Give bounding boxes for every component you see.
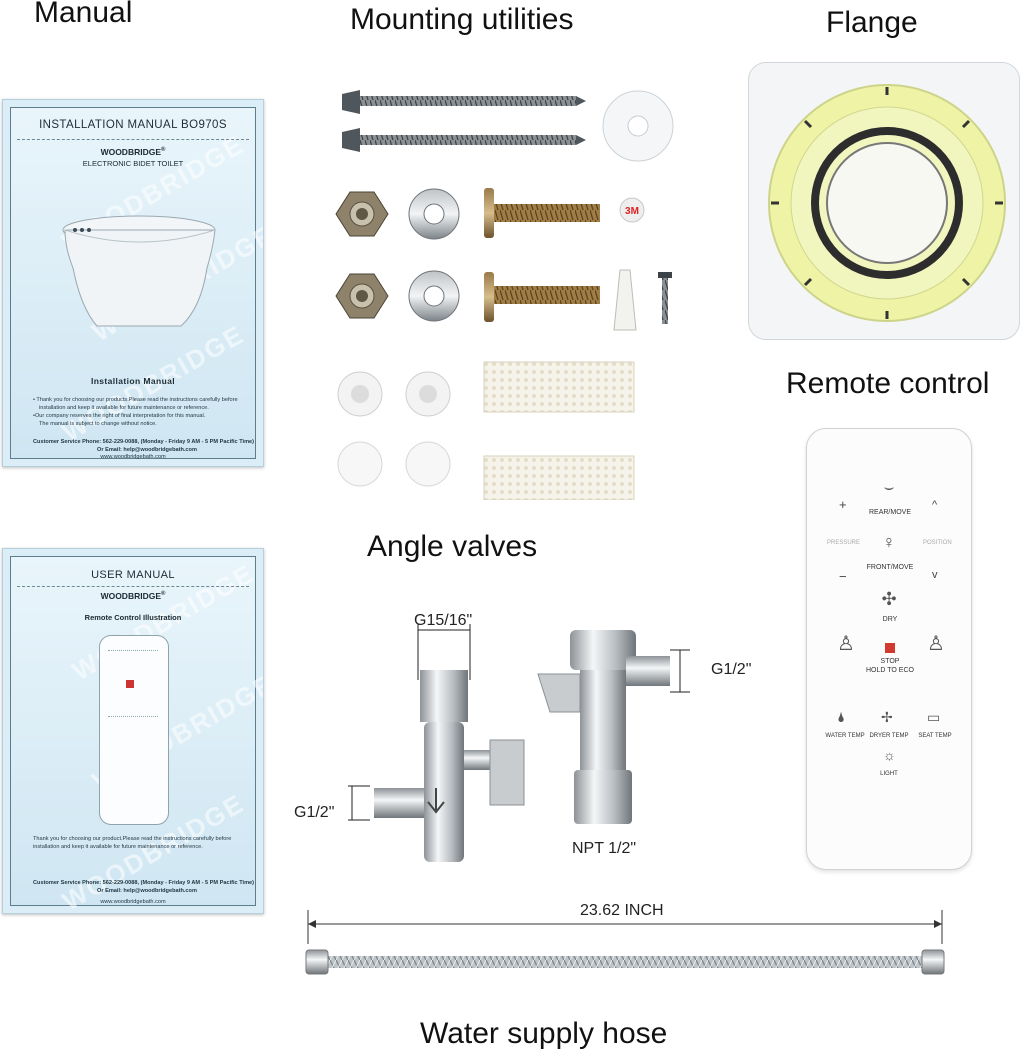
g15-16-dimension-label: G15/16" bbox=[414, 612, 473, 629]
stop-button[interactable] bbox=[885, 643, 895, 653]
manual-website: www.woodbridgebath.com bbox=[100, 899, 166, 905]
mini-remote-line bbox=[108, 650, 158, 651]
npt-1-2-dimension-label: NPT 1/2" bbox=[572, 840, 637, 857]
position-down-button[interactable]: v bbox=[932, 569, 938, 581]
seat-temp-button[interactable]: SEAT TEMP bbox=[918, 733, 952, 739]
long-screw bbox=[342, 128, 586, 152]
angle-valves-illustration bbox=[348, 624, 690, 862]
mini-stop-button bbox=[126, 680, 134, 688]
user-right-icon[interactable]: ♙ bbox=[927, 633, 945, 655]
mounting-utilities-title: Mounting utilities bbox=[350, 3, 574, 36]
svg-text:3M: 3M bbox=[625, 206, 639, 217]
toilet-illustration bbox=[62, 215, 216, 327]
hose-length-label: 23.62 INCH bbox=[576, 902, 668, 920]
manual-brand: WOODBRIDGE® bbox=[100, 147, 166, 157]
water-temp-icon: 🌢 bbox=[837, 709, 846, 725]
flange-ring bbox=[768, 84, 1006, 322]
seat-temp-icon: ▭ bbox=[927, 709, 941, 725]
dryer-temp-button[interactable]: DRYER TEMP bbox=[869, 733, 909, 739]
manual-text-line: •Our company reserves the right of final… bbox=[33, 413, 206, 419]
manual-text-line: installation and keep it available for f… bbox=[33, 844, 203, 850]
mini-remote-line bbox=[108, 716, 158, 717]
installation-manual-page: WOODBRIDGE WOODBRIDGE WOODBRIDGE INSTALL… bbox=[10, 107, 263, 460]
divider bbox=[17, 139, 249, 140]
user-manual: WOODBRIDGE WOODBRIDGE WOODBRIDGE USER MA… bbox=[2, 548, 264, 914]
remote-control: + − ^ v PRESSURE POSITION ⌣ REAR/MOVE ♀ … bbox=[806, 428, 972, 870]
pressure-label: PRESSURE bbox=[827, 540, 861, 546]
flange-package bbox=[748, 62, 1020, 340]
manual-service-phone: Customer Service Phone: 562-229-0088, (M… bbox=[33, 880, 255, 886]
front-wash-icon: ♀ bbox=[882, 532, 896, 552]
manual-text-line: • Thank you for choosing our products.Pl… bbox=[33, 397, 238, 403]
fan-icon: ✣ bbox=[881, 589, 897, 609]
mounting-utilities-illustration: 3M bbox=[335, 90, 674, 500]
water-supply-hose-title: Water supply hose bbox=[420, 1017, 668, 1050]
divider bbox=[17, 586, 249, 587]
hold-to-eco-label: HOLD TO ECO bbox=[866, 667, 914, 674]
pressure-minus-button[interactable]: − bbox=[839, 569, 847, 584]
position-label: POSITION bbox=[923, 540, 952, 546]
long-screw bbox=[342, 90, 586, 114]
light-icon: ☼ bbox=[883, 747, 896, 763]
g1-2-left-dimension-label: G1/2" bbox=[294, 804, 335, 821]
manual-service-phone: Customer Service Phone: 562-229-0088, (M… bbox=[33, 439, 255, 445]
dry-button[interactable]: DRY bbox=[882, 616, 898, 623]
manual-email: Or Email: help@woodbridgebath.com bbox=[97, 888, 197, 894]
installation-manual: WOODBRIDGE WOODBRIDGE WOODBRIDGE INSTALL… bbox=[2, 99, 264, 467]
mini-remote-illustration bbox=[99, 635, 169, 825]
user-left-icon[interactable]: ♙ bbox=[837, 633, 855, 655]
water-supply-hose-illustration bbox=[305, 910, 945, 975]
g1-2-right-dimension-label: G1/2" bbox=[711, 661, 752, 678]
stop-label: STOP bbox=[880, 658, 900, 665]
front-move-button[interactable]: FRONT/MOVE bbox=[866, 564, 914, 571]
manual-product-name: ELECTRONIC BIDET TOILET bbox=[82, 159, 184, 168]
manual-text-line: The manual is subject to change without … bbox=[39, 421, 157, 427]
rear-wash-icon: ⌣ bbox=[883, 479, 895, 496]
manual-email: Or Email: help@woodbridgebath.com bbox=[97, 447, 197, 453]
manual-text-line: Thank you for choosing our product.Pleas… bbox=[33, 836, 232, 842]
pressure-plus-button[interactable]: + bbox=[839, 497, 847, 512]
angle-valves-title: Angle valves bbox=[367, 530, 538, 563]
user-manual-page: WOODBRIDGE WOODBRIDGE WOODBRIDGE USER MA… bbox=[10, 556, 263, 913]
flange-title: Flange bbox=[826, 6, 918, 39]
user-manual-section: Remote Control Illustration bbox=[84, 613, 182, 622]
manual-title: Manual bbox=[34, 0, 133, 29]
light-button[interactable]: LIGHT bbox=[880, 771, 898, 777]
installation-manual-section: Installation Manual bbox=[90, 376, 176, 386]
manual-brand: WOODBRIDGE® bbox=[100, 591, 166, 601]
manual-website: www.woodbridgebath.com bbox=[100, 454, 166, 460]
position-up-button[interactable]: ^ bbox=[932, 499, 938, 511]
manual-text-line: installation and keep it available for f… bbox=[39, 405, 209, 411]
user-manual-header: USER MANUAL bbox=[91, 569, 175, 581]
rear-move-button[interactable]: REAR/MOVE bbox=[868, 509, 911, 516]
water-temp-button[interactable]: WATER TEMP bbox=[825, 733, 865, 739]
remote-control-title: Remote control bbox=[786, 367, 990, 400]
dryer-temp-icon: ✢ bbox=[881, 709, 893, 725]
installation-manual-header: INSTALLATION MANUAL BO970S bbox=[39, 119, 227, 131]
